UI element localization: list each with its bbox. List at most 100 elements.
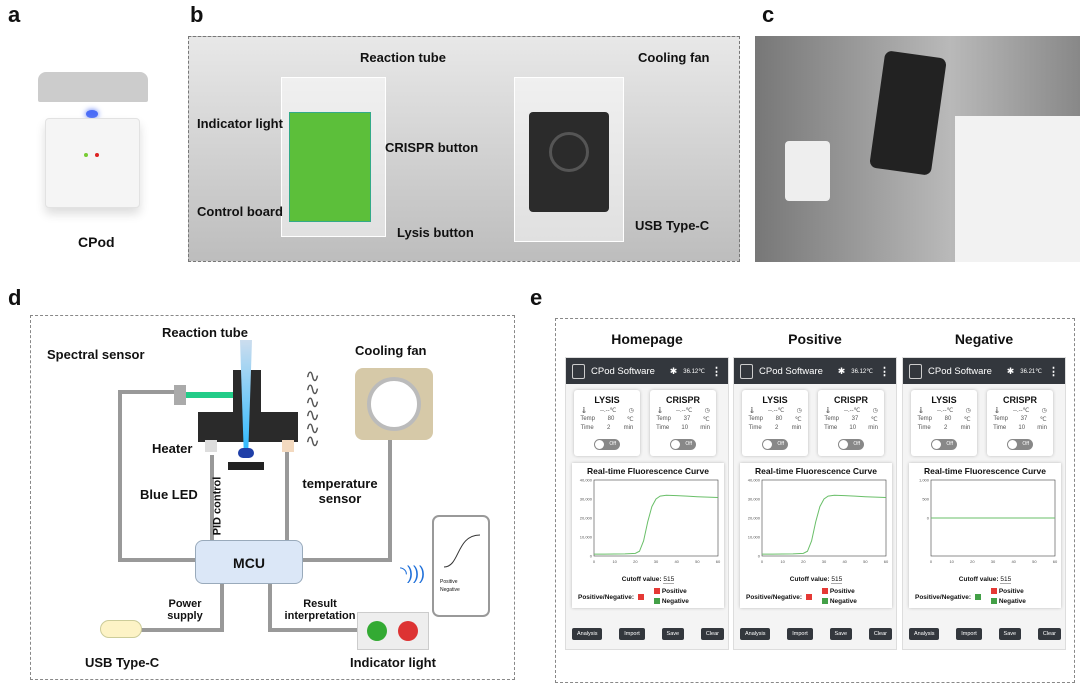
clock-icon: ◷ — [1041, 408, 1047, 414]
wireless-icon: ◝))) — [400, 563, 425, 583]
lysis-toggle[interactable]: Off — [762, 439, 788, 450]
temp-label: Temp — [580, 416, 595, 422]
clock-icon: ◷ — [796, 408, 802, 414]
label-lysis-button: Lysis button — [397, 225, 474, 240]
time-label: Time — [580, 425, 594, 431]
schematic-box — [30, 315, 515, 680]
crispr-toggle[interactable]: Off — [838, 439, 864, 450]
label-heater: Heater — [152, 441, 193, 456]
lysis-time: 2 — [607, 425, 611, 431]
cooling-fan — [355, 368, 433, 440]
x-tick-label: 40 — [674, 559, 679, 564]
more-menu-icon[interactable]: ⋮ — [711, 365, 722, 378]
y-tick-label: 10,000 — [580, 535, 593, 540]
device-temp: 36.12℃ — [683, 368, 705, 375]
clear-button[interactable]: Clear — [1037, 628, 1061, 640]
legend-negative: Negative — [661, 598, 689, 605]
time-unit: min — [960, 425, 971, 431]
x-tick-label: 60 — [884, 559, 889, 564]
y-tick-label: 20,000 — [580, 516, 593, 521]
x-tick-label: 10 — [612, 559, 617, 564]
lysis-title: LYSIS — [931, 395, 957, 405]
crispr-toggle[interactable]: Off — [670, 439, 696, 450]
x-tick-label: 50 — [695, 559, 700, 564]
save-button[interactable]: Save — [829, 628, 853, 640]
lysis-toggle[interactable]: Off — [931, 439, 957, 450]
time-unit: min — [700, 425, 710, 431]
analysis-button[interactable]: Analysis — [572, 628, 603, 640]
x-tick-label: 10 — [780, 559, 785, 564]
label-usb-type-c: USB Type-C — [85, 655, 160, 670]
cutoff-input[interactable]: 515 — [1000, 576, 1012, 584]
crispr-temp: 37 — [683, 416, 691, 422]
software-box — [555, 318, 1075, 683]
bluetooth-icon[interactable]: ✱ — [837, 365, 846, 376]
y-tick-label: 1,000 — [919, 478, 930, 483]
lysis-time: 2 — [944, 425, 948, 431]
blue-led — [238, 448, 254, 458]
clock-icon: ◷ — [704, 408, 710, 414]
x-tick-label: 30 — [822, 559, 827, 564]
x-tick-label: 30 — [654, 559, 659, 564]
lysis-temp-reading: --.--℃ — [767, 408, 785, 414]
lysis-temp-reading: --.--℃ — [599, 408, 617, 414]
device-temp: 36.21℃ — [1020, 368, 1042, 375]
time-unit: min — [1037, 425, 1047, 431]
positive-swatch — [654, 588, 660, 595]
more-menu-icon[interactable]: ⋮ — [879, 365, 890, 378]
y-tick-label: 10,000 — [748, 535, 761, 540]
panel-label-c: c — [762, 2, 775, 27]
analysis-button[interactable]: Analysis — [909, 628, 940, 640]
clear-button[interactable]: Clear — [700, 628, 724, 640]
save-button[interactable]: Save — [661, 628, 685, 640]
x-tick-label: 20 — [970, 559, 975, 564]
negative-swatch — [654, 598, 660, 605]
save-button[interactable]: Save — [998, 628, 1022, 640]
cutoff-input[interactable]: 515 — [663, 576, 675, 584]
more-menu-icon[interactable]: ⋮ — [1048, 365, 1059, 378]
app-screen-2: CPod Software✱36.21℃⋮ LYSIS 🌡--.--℃◷ Tem… — [902, 357, 1066, 650]
temp-label: Temp — [656, 416, 671, 422]
lysis-title: LYSIS — [762, 395, 788, 405]
crispr-time: 10 — [681, 425, 689, 431]
blue-light — [86, 110, 98, 118]
x-tick-label: 40 — [1011, 559, 1016, 564]
crispr-toggle[interactable]: Off — [1007, 439, 1033, 450]
time-label: Time — [917, 425, 931, 431]
clear-button[interactable]: Clear — [868, 628, 892, 640]
bluetooth-icon[interactable]: ✱ — [669, 365, 678, 376]
control-board — [289, 112, 371, 222]
analysis-button[interactable]: Analysis — [740, 628, 771, 640]
time-unit: min — [868, 425, 878, 431]
import-button[interactable]: Import — [619, 628, 645, 640]
temp-label: Temp — [993, 416, 1008, 422]
import-button[interactable]: Import — [956, 628, 982, 640]
fluorescence-curve — [762, 494, 887, 555]
app-name: CPod Software — [591, 365, 655, 377]
label-temperature-sensor: temperature sensor — [302, 476, 378, 506]
app-screen-1: CPod Software✱36.12℃⋮ LYSIS 🌡--.--℃◷ Tem… — [733, 357, 897, 650]
import-button[interactable]: Import — [787, 628, 813, 640]
lysis-toggle[interactable]: Off — [594, 439, 620, 450]
crispr-temp: 37 — [1020, 416, 1028, 422]
temp-label: Temp — [917, 416, 932, 422]
phone-negative: Negative — [440, 587, 460, 593]
temp-unit: ℃ — [1039, 417, 1047, 423]
label-pid-control: PID control — [211, 476, 224, 536]
app-icon — [909, 363, 922, 379]
bluetooth-icon[interactable]: ✱ — [1006, 365, 1015, 376]
cutoff-label: Cutoff value: — [621, 576, 662, 583]
red-led — [95, 153, 99, 157]
x-tick-label: 40 — [842, 559, 847, 564]
app-bar: CPod Software✱36.12℃⋮ — [734, 358, 896, 384]
label-spectral-sensor: Spectral sensor — [47, 347, 145, 362]
cutoff-input[interactable]: 515 — [831, 576, 843, 584]
screen-title: Homepage — [611, 331, 683, 347]
x-tick-label: 10 — [949, 559, 954, 564]
crispr-title: CRISPR — [833, 395, 868, 405]
legend-positive: Positive — [829, 588, 855, 595]
